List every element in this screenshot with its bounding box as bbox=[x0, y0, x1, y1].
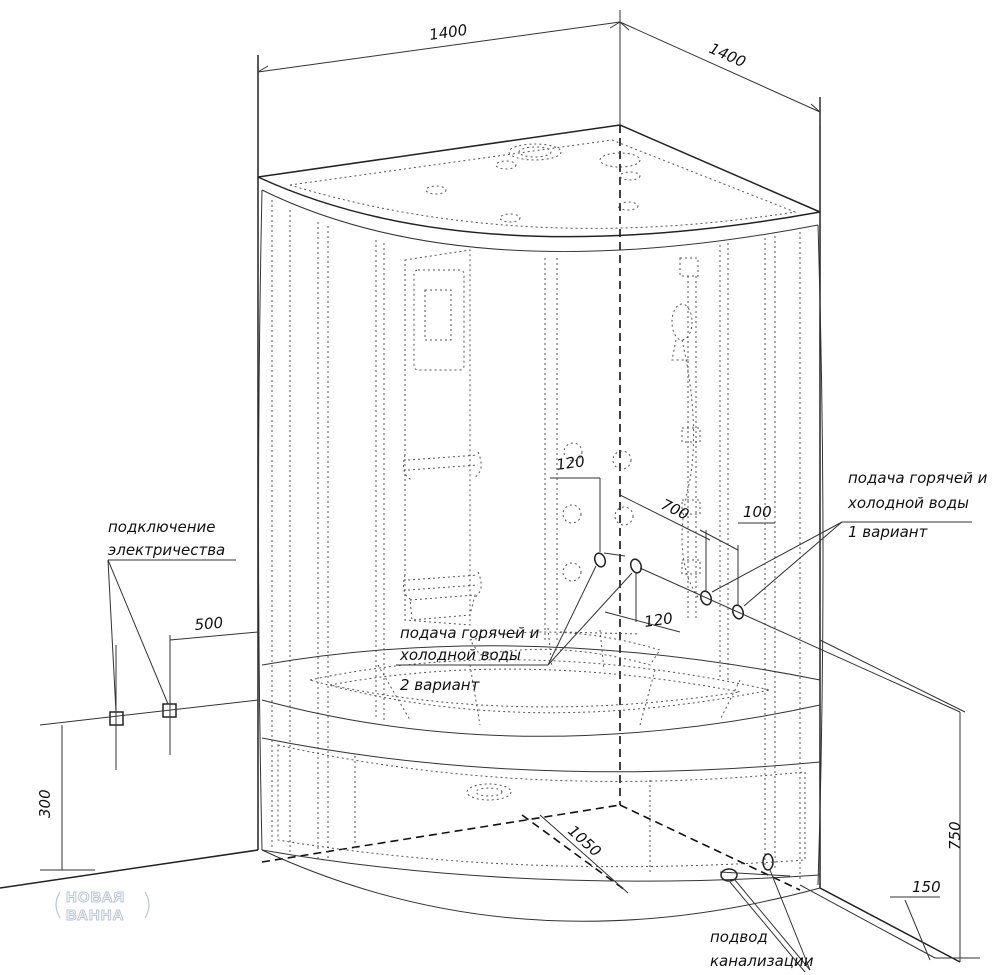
dim-supply-offset-2: 120 bbox=[643, 609, 674, 631]
watermark-line1: НОВАЯ bbox=[66, 889, 125, 906]
dim-drain-offset: 150 bbox=[912, 878, 941, 896]
water-v2-label-line1: подача горячей и bbox=[400, 624, 540, 642]
control-panel bbox=[413, 269, 465, 371]
dim-width-right: 1400 bbox=[706, 39, 748, 71]
electric-label-line1: подключение bbox=[108, 518, 216, 536]
dim-line-supply-depth bbox=[619, 494, 711, 541]
cabin-right-edge bbox=[817, 224, 824, 886]
dim-supply-spacing: 100 bbox=[743, 503, 772, 521]
base-dimensions: 1050 750 bbox=[539, 639, 966, 962]
shower-head bbox=[671, 303, 693, 341]
drain-label-line2: канализации bbox=[710, 952, 814, 970]
dim-elec-offset: 500 bbox=[194, 614, 224, 634]
cabin-body bbox=[257, 124, 824, 922]
supply-pipe-v1-b bbox=[731, 604, 745, 620]
cabin-left-edge bbox=[258, 189, 263, 851]
roof-back-edge bbox=[257, 124, 821, 213]
dim-line-base-diagonal bbox=[539, 814, 629, 894]
dim-total-height: 750 bbox=[946, 821, 964, 850]
supply-pipe-v2-a bbox=[593, 552, 607, 568]
tub-back-rim bbox=[261, 645, 821, 681]
walls bbox=[0, 55, 961, 963]
dim-elec-height: 300 bbox=[36, 789, 54, 818]
bathtub bbox=[261, 627, 821, 737]
water-supply-variant-2: 120 120 подача горячей и холодной воды 2… bbox=[396, 452, 681, 694]
door-profiles bbox=[271, 200, 801, 880]
roof-lower-edge bbox=[261, 189, 819, 253]
water-v1-label-line1: подача горячей и bbox=[848, 469, 988, 487]
lower-handrail bbox=[403, 571, 482, 601]
upper-handrail bbox=[403, 451, 482, 481]
shelf bbox=[409, 594, 476, 621]
supply-pipe-v1-a bbox=[699, 590, 713, 606]
supply-v1-ref-line bbox=[639, 567, 961, 713]
watermark-line2: ВАННА bbox=[66, 907, 124, 924]
roof-jets bbox=[425, 143, 641, 223]
drain-pipe-b bbox=[762, 853, 774, 871]
electric-connection: 500 300 подключение электричества bbox=[36, 518, 259, 871]
right-floor-line bbox=[819, 887, 961, 963]
shower-rail bbox=[671, 257, 701, 620]
dim-supply-depth: 700 bbox=[658, 495, 692, 523]
roof-inner-outline bbox=[289, 139, 797, 229]
apron-panel bbox=[277, 744, 806, 868]
apron-top bbox=[261, 737, 821, 773]
left-floor-line bbox=[0, 849, 259, 889]
dim-line-elec-offset bbox=[169, 631, 259, 641]
apron-bottom-inner bbox=[261, 849, 821, 882]
apron-drain bbox=[466, 783, 512, 801]
electric-label-line2: электричества bbox=[108, 541, 225, 559]
base-apron bbox=[261, 737, 821, 922]
drain-pipe-a bbox=[720, 868, 738, 882]
base-front-curve bbox=[261, 849, 821, 922]
water-supply-variant-1: 700 100 подача горячей и холодной воды 1… bbox=[619, 469, 988, 713]
water-v2-label-line3: 2 вариант bbox=[400, 676, 481, 694]
water-v1-label-line2: холодной воды bbox=[847, 494, 969, 512]
floor-right-hidden-line bbox=[619, 804, 801, 891]
drain-label-line1: подвод bbox=[710, 928, 768, 946]
back-panel-column bbox=[403, 249, 482, 626]
dim-line-width-right bbox=[619, 21, 821, 113]
supply-pipe-v2-b bbox=[629, 558, 643, 574]
tub-bowl bbox=[309, 659, 771, 714]
water-v2-label-line2: холодной воды bbox=[399, 646, 521, 664]
drain-connection: 150 подвод канализации bbox=[710, 853, 980, 973]
control-panel-screen bbox=[424, 289, 452, 341]
tub-front-rim bbox=[261, 699, 821, 737]
dim-width-left: 1400 bbox=[428, 21, 468, 44]
roof-front-edge bbox=[257, 176, 821, 238]
floor-left-hidden-line bbox=[261, 804, 621, 863]
floor-diagonal-hidden-line bbox=[521, 814, 626, 891]
dim-supply-offset: 120 bbox=[555, 452, 586, 474]
massage-jets bbox=[562, 442, 634, 582]
watermark-logo: НОВАЯ ВАННА bbox=[55, 889, 150, 925]
dim-line-width-left bbox=[257, 21, 621, 73]
top-dimensions: 1400 1400 bbox=[257, 10, 821, 125]
water-v1-label-line3: 1 вариант bbox=[848, 523, 929, 541]
tub-seat bbox=[469, 631, 661, 666]
